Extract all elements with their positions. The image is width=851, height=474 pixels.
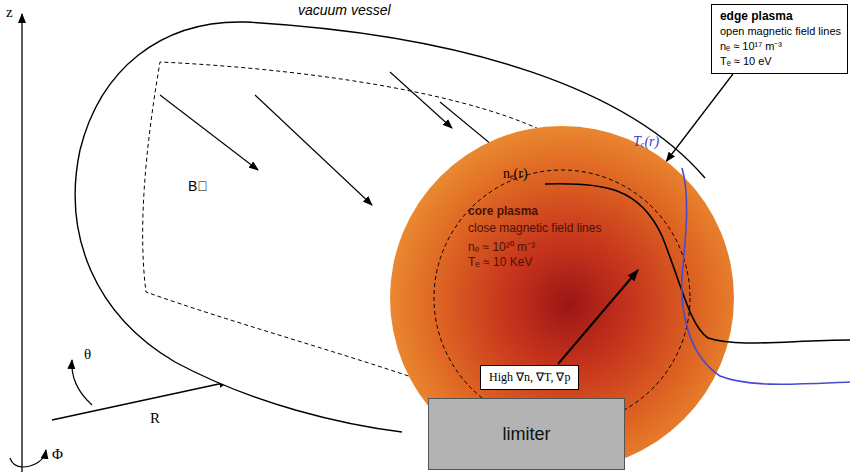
node-text: open magnetic field lines bbox=[720, 24, 841, 39]
node-text: Tₑ ≈ 10 KeV bbox=[468, 255, 532, 269]
axis-label: z bbox=[6, 4, 13, 21]
node-text: Tₑ ≈ 10 eV bbox=[720, 54, 841, 69]
node-text: close magnetic field lines bbox=[468, 221, 601, 235]
node-text: nₑ ≈ 10¹⁷ m⁻³ bbox=[720, 39, 841, 54]
leader-arrow bbox=[666, 74, 733, 161]
profile-label: nₑ(r) bbox=[503, 166, 528, 182]
z-axis bbox=[21, 14, 22, 472]
node-text: High ∇n, ∇T, ∇p bbox=[489, 370, 570, 385]
node-text: limiter bbox=[503, 424, 551, 445]
node-text: nₑ ≈ 10²⁰ m⁻³ bbox=[468, 238, 535, 255]
axis-label: R bbox=[150, 410, 160, 427]
node-text: core plasma bbox=[468, 204, 538, 218]
axis-label: Φ bbox=[52, 446, 63, 463]
annotation-box: edge plasmaopen magnetic field linesnₑ ≈… bbox=[711, 4, 848, 74]
phi-arc bbox=[10, 450, 46, 467]
profile-label: Tₑ(r) bbox=[633, 134, 659, 150]
plasma-cross-section: High ∇n, ∇T, ∇p limiter core plasma close m… bbox=[390, 126, 734, 470]
gradient-box: High ∇n, ∇T, ∇p bbox=[480, 365, 579, 390]
axis-label: θ bbox=[84, 346, 91, 363]
theta-arc bbox=[72, 360, 92, 405]
limiter: limiter bbox=[428, 398, 625, 470]
node-text: edge plasma bbox=[720, 8, 841, 24]
field-label: B⃗ bbox=[188, 178, 208, 194]
part-label: vacuum vessel bbox=[298, 2, 391, 18]
